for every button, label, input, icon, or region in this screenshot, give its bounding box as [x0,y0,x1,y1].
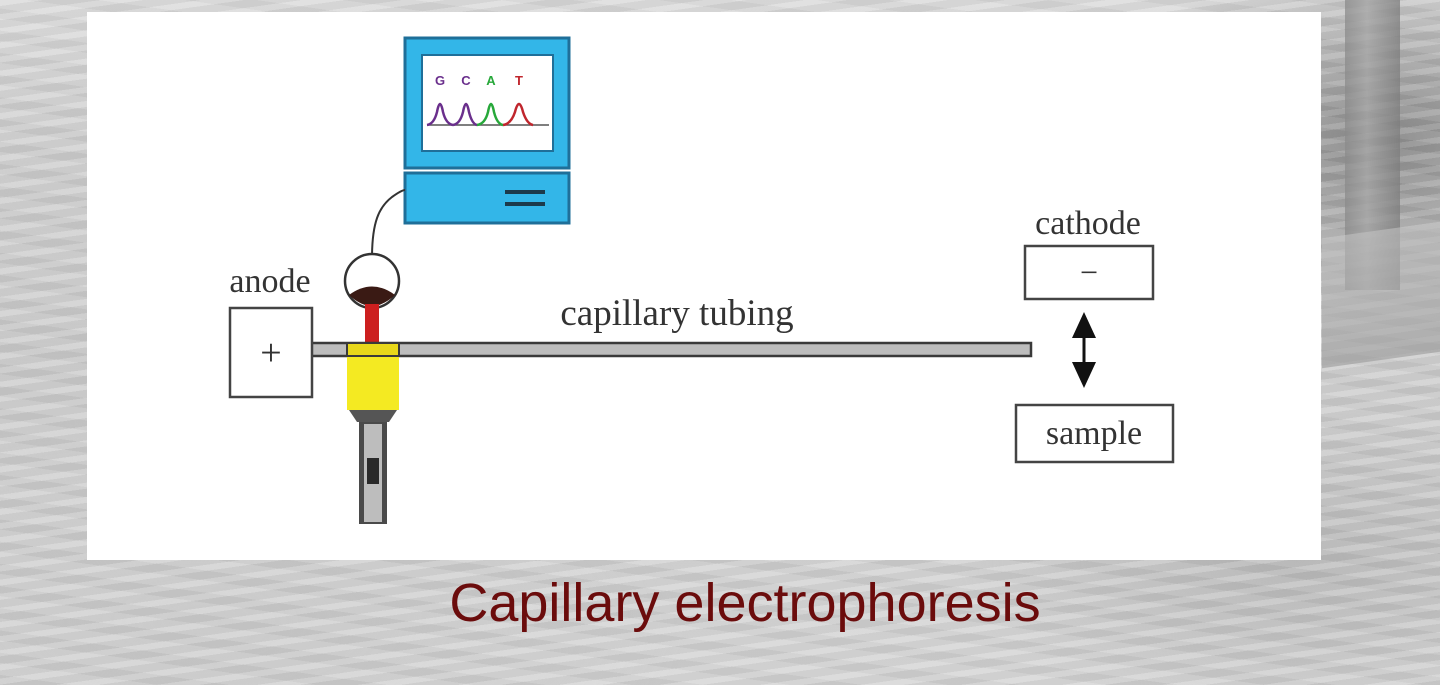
double-arrow-icon [1072,312,1096,388]
detector-cell-overlay [347,356,399,408]
base-label-g: G [435,73,445,88]
electropherogram-peak-c [452,102,478,127]
background-structure [1322,221,1440,369]
detector-lamp-shade [349,286,395,306]
figure-panel: G C A T + anode capillary tubing [87,12,1321,560]
electropherogram-peak-a [476,102,504,127]
cathode-label: cathode [1035,205,1141,242]
detector-sensor-window [367,458,379,484]
electropherogram-peak-t [502,102,534,127]
detector-beam [365,304,379,344]
cathode-sign: − [1080,254,1098,290]
base-label-c: C [461,73,471,88]
detector-sensor-neck [349,410,397,422]
monitor-display [421,54,554,152]
capillary-electrophoresis-diagram: G C A T + anode capillary tubing [228,36,1175,524]
sample-label: sample [1046,415,1142,452]
anode-sign: + [260,332,281,374]
capillary-under-detector [346,342,400,357]
base-label-a: A [486,73,496,88]
figure-caption: Capillary electrophoresis [449,573,1041,633]
computer-base [403,171,571,225]
capillary-tubing [307,341,1033,358]
detector-cable [371,189,406,259]
anode-box [228,306,314,399]
electropherogram-peak-g [426,102,454,127]
base-label-t: T [515,73,523,88]
computer-slot-2 [505,202,545,206]
sample-box [1014,403,1175,464]
anode-label: anode [229,263,310,300]
capillary-label: capillary tubing [560,293,793,334]
computer-icon: G C A T [403,36,571,225]
computer-slot-1 [505,190,545,194]
cathode-box [1023,244,1155,301]
